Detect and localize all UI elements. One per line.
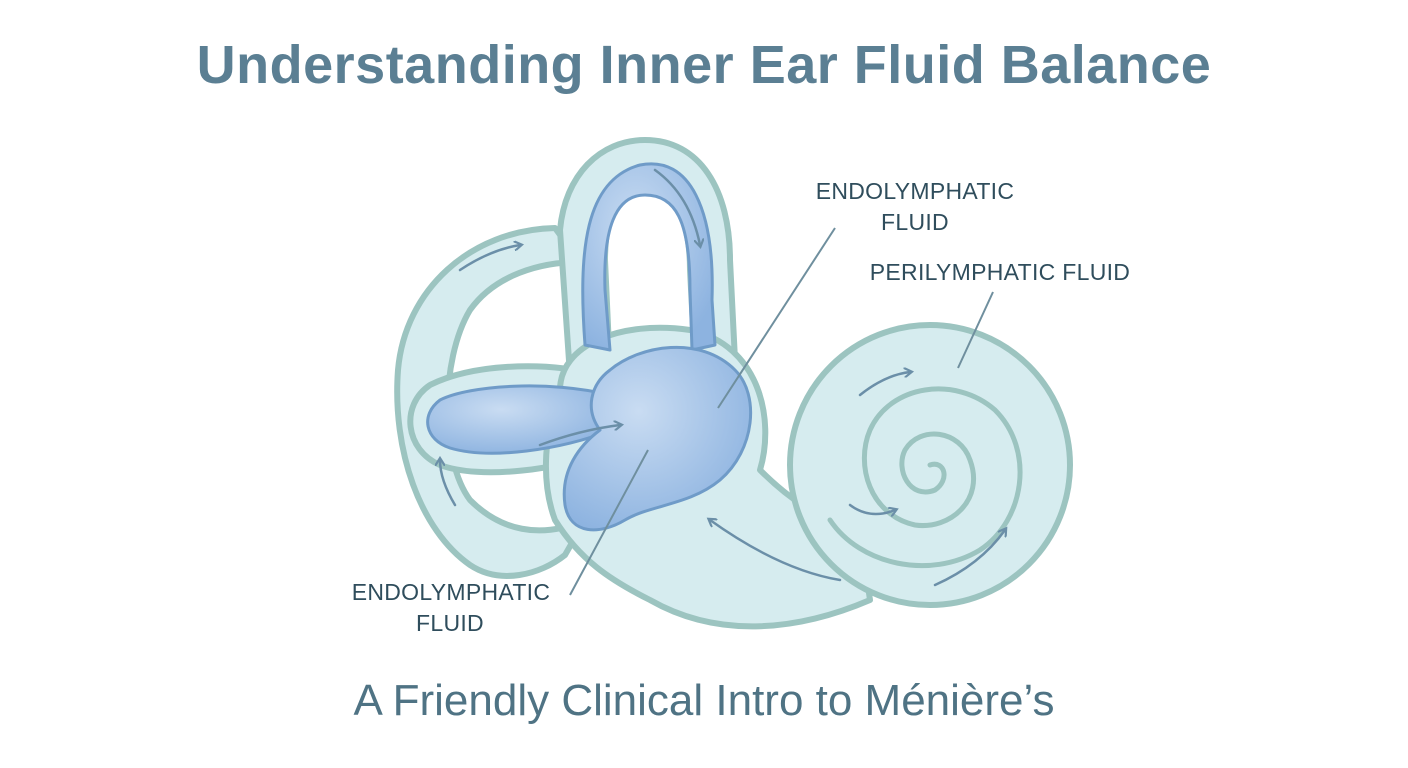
flow-arrow-icon <box>848 503 895 514</box>
flow-arrows <box>440 168 1005 587</box>
endolymph-structure <box>426 162 753 532</box>
posterior-canal-perilymph <box>394 225 588 579</box>
label-line: PERILYMPHATIC FLUID <box>869 259 1131 285</box>
flow-arrow-icon <box>653 168 700 245</box>
flow-arrow-icon <box>858 372 910 397</box>
flow-arrow-icon <box>538 425 620 447</box>
leader-lines <box>569 227 994 596</box>
flow-arrow-icon <box>440 460 457 507</box>
flow-arrow-icon <box>933 530 1005 587</box>
superior-canal-endolymph <box>581 162 717 352</box>
vestibule-endolymph <box>562 345 753 532</box>
label-perilymph: PERILYMPHATIC FLUID <box>855 257 1145 288</box>
leader-endolymph-top <box>717 227 836 409</box>
label-line: FLUID <box>881 209 949 235</box>
label-line: ENDOLYMPHATIC <box>351 579 551 605</box>
flow-arrow-icon <box>710 520 842 582</box>
leader-endolymph-bottom <box>569 449 649 596</box>
leader-perilymph <box>957 291 994 369</box>
flow-arrow-icon <box>458 245 520 272</box>
page-subtitle: A Friendly Clinical Intro to Ménière’s <box>353 676 1055 725</box>
cochlea-spiral <box>827 386 1023 569</box>
label-line: FLUID <box>416 610 484 636</box>
label-endolymph-bottom: ENDOLYMPHATIC FLUID <box>336 577 566 639</box>
page-title: Understanding Inner Ear Fluid Balance <box>196 35 1212 95</box>
label-endolymph-top: ENDOLYMPHATIC FLUID <box>800 176 1030 238</box>
label-line: ENDOLYMPHATIC <box>815 178 1015 204</box>
